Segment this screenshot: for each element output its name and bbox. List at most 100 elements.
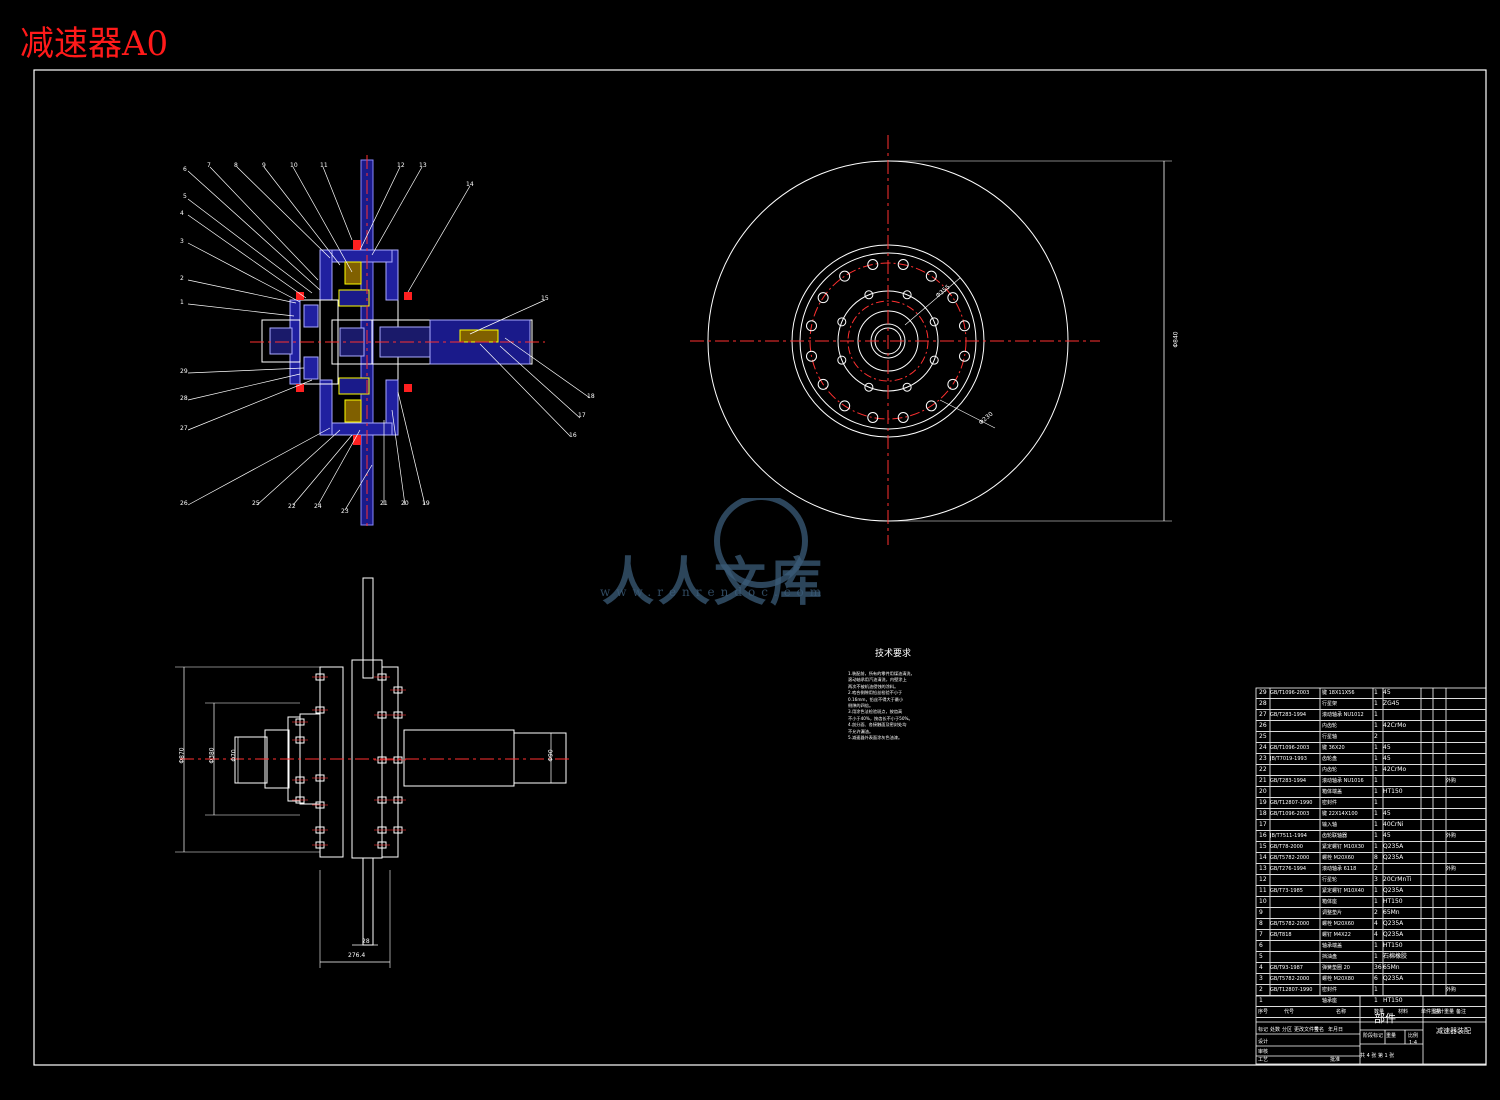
bom-cell-qty: 1 bbox=[1374, 942, 1378, 949]
bom-cell-std: GB/T12807-1990 bbox=[1270, 800, 1313, 806]
bom-cell-mat: 45 bbox=[1383, 832, 1391, 839]
bom-cell-qty: 1 bbox=[1374, 799, 1378, 806]
bom-cell-no: 6 bbox=[1259, 942, 1263, 949]
callout-label: 18 bbox=[587, 393, 595, 400]
bom-cell-qty: 1 bbox=[1374, 810, 1378, 817]
dim-side-d2: Φ380 bbox=[208, 747, 216, 764]
callout-label: 20 bbox=[401, 500, 409, 507]
title-block-label: 更改文件号 bbox=[1294, 1027, 1320, 1033]
tech-line: 0.16mm，铅丝不得大于最小 bbox=[848, 696, 904, 702]
callout-label: 14 bbox=[466, 181, 474, 188]
bom-cell-mat: Q235A bbox=[1383, 920, 1404, 927]
tech-line: 侧隙的四倍。 bbox=[848, 703, 874, 709]
bom-cell-note: 外购 bbox=[1446, 987, 1457, 993]
bom-cell-mat: ZG45 bbox=[1383, 700, 1400, 707]
bom-cell-name: 滚动轴承 NU1016 bbox=[1322, 778, 1364, 784]
bolt-hole bbox=[929, 317, 939, 327]
bolt-hole bbox=[897, 258, 909, 270]
bom-cell-mat: 42CrMo bbox=[1383, 766, 1407, 773]
bom-cell-name: 螺栓 M20X80 bbox=[1322, 976, 1355, 982]
bom-cell-mat: HT150 bbox=[1383, 997, 1403, 1004]
bom-cell-std: GB/T5782-2000 bbox=[1270, 855, 1310, 861]
bolt-hole bbox=[805, 350, 817, 362]
bom-cell-qty: 8 bbox=[1374, 854, 1378, 861]
callout-label: 4 bbox=[180, 210, 184, 217]
bom-cell-note: 外购 bbox=[1446, 866, 1457, 872]
bom-cell-qty: 2 bbox=[1374, 733, 1378, 740]
bom-cell-mat: HT150 bbox=[1383, 942, 1403, 949]
tech-line: 滚动轴承用汽油清洗，内壁涂上 bbox=[848, 677, 907, 683]
bolt-hole bbox=[837, 317, 847, 327]
bom-cell-qty: 1 bbox=[1374, 755, 1378, 762]
bom-cell-no: 29 bbox=[1259, 689, 1267, 696]
tech-line: 不小于40%，按齿长不小于50%。 bbox=[848, 715, 913, 721]
callout-label: 2 bbox=[180, 275, 184, 282]
callout-label: 28 bbox=[180, 395, 188, 402]
bom-cell-name: 齿轮盘 bbox=[1322, 756, 1338, 762]
title-block-scale: 1:4 bbox=[1409, 1040, 1418, 1046]
bom-cell-mat: HT150 bbox=[1383, 788, 1403, 795]
bom-cell-no: 15 bbox=[1259, 843, 1267, 850]
bom-cell-name: 键 18X11X56 bbox=[1322, 690, 1355, 696]
bom-cell-qty: 1 bbox=[1374, 997, 1378, 1004]
bom-header-cell: 数量 bbox=[1374, 1009, 1385, 1015]
bom-cell-qty: 36 bbox=[1374, 964, 1382, 971]
title-block-label: 设计 bbox=[1258, 1039, 1269, 1045]
callout-label: 15 bbox=[541, 295, 549, 302]
bolt-hole bbox=[867, 412, 879, 424]
bom-cell-no: 14 bbox=[1259, 854, 1267, 861]
bom-cell-mat: Q235A bbox=[1383, 854, 1404, 861]
title-block-label: 标记 bbox=[1258, 1027, 1269, 1033]
title-block-label: 签名 bbox=[1314, 1027, 1325, 1033]
bom-cell-mat: 20CrMnTi bbox=[1383, 876, 1412, 883]
callout-label: 24 bbox=[314, 503, 322, 510]
callout-label: 29 bbox=[180, 368, 188, 375]
bolt-hole bbox=[805, 320, 817, 332]
bom-cell-name: 输入轴 bbox=[1322, 822, 1338, 828]
bom-cell-qty: 1 bbox=[1374, 689, 1378, 696]
bom-cell-name: 键 22X14X100 bbox=[1322, 811, 1358, 817]
title-block-label: 阶段标记 bbox=[1363, 1033, 1384, 1039]
bom-cell-no: 16 bbox=[1259, 832, 1267, 839]
bom-cell-mat: 45 bbox=[1383, 744, 1391, 751]
bom-cell-mat: Q235A bbox=[1383, 843, 1404, 850]
bolt-hole bbox=[902, 290, 912, 300]
bom-cell-name: 箱体座 bbox=[1322, 899, 1338, 905]
dim-side-d4: Φ90 bbox=[547, 749, 555, 762]
bom-cell-no: 21 bbox=[1259, 777, 1267, 784]
bolt-hole bbox=[959, 320, 971, 332]
bom-cell-qty: 2 bbox=[1374, 909, 1378, 916]
bom-cell-name: 齿轮联轴器 bbox=[1322, 833, 1348, 839]
title-block-sheet: 共 4 张 第 1 张 bbox=[1360, 1053, 1395, 1059]
tech-line: 5.减速器外表面涂灰色油漆。 bbox=[848, 735, 903, 741]
bom-cell-name: 滚动轴承 6118 bbox=[1322, 866, 1357, 872]
callout-label: 11 bbox=[320, 162, 328, 169]
callout-label: 12 bbox=[397, 162, 405, 169]
bolt-hole bbox=[925, 270, 937, 282]
title-block: 部件 减速器装配 共 4 张 第 1 张 1:4 标记处数分区更改文件号签名年月… bbox=[1256, 990, 1486, 1064]
bom-cell-mat: Q235A bbox=[1383, 931, 1404, 938]
bom-cell-name: 内齿轮 bbox=[1322, 723, 1338, 729]
bolt-hole bbox=[839, 400, 851, 412]
watermark-logo bbox=[714, 498, 808, 588]
tech-line: 3.用涂色法检验斑点，按齿高 bbox=[848, 709, 903, 715]
dim-side-thickness: 28 bbox=[362, 938, 370, 945]
bom-cell-std: GB/T93-1987 bbox=[1270, 965, 1303, 971]
bolt-hole bbox=[839, 270, 851, 282]
dim-side-d1: Φ870 bbox=[178, 747, 186, 764]
bom-cell-std: GB/T1096-2003 bbox=[1270, 811, 1310, 817]
